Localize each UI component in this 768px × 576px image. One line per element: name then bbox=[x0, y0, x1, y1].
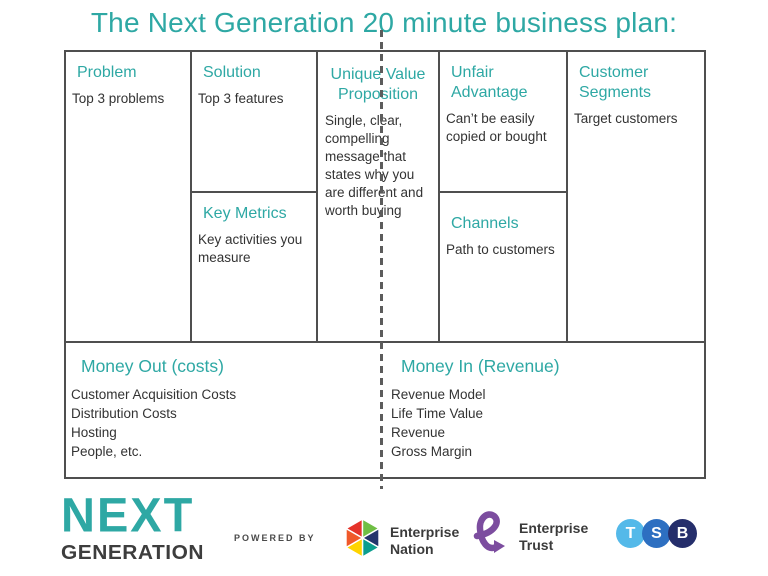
money-out-heading: Money Out (costs) bbox=[81, 356, 224, 376]
enterprise-nation-logo: Enterprise Nation bbox=[344, 518, 459, 563]
column-solution-keymetrics: Solution Top 3 features Key Metrics Key … bbox=[192, 52, 318, 341]
tsb-circle-s: S bbox=[642, 519, 671, 548]
tsb-circle-b: B bbox=[668, 519, 697, 548]
money-out-item: People, etc. bbox=[71, 443, 143, 459]
problem-body: Top 3 problems bbox=[72, 91, 165, 106]
channels-body: Path to customers bbox=[446, 242, 555, 257]
powered-by-label: POWERED BY bbox=[234, 533, 316, 543]
money-in-heading: Money In (Revenue) bbox=[401, 356, 560, 376]
money-in-item: Life Time Value bbox=[391, 405, 484, 421]
cell-problem: Problem Top 3 problems bbox=[66, 52, 192, 341]
cell-money-in: Money In (Revenue) Revenue Model Life Ti… bbox=[383, 343, 704, 479]
money-out-item: Distribution Costs bbox=[71, 405, 177, 421]
column-unfair-channels: Unfair Advantage Can’t be easily copied … bbox=[440, 52, 568, 341]
brand-next-text: NEXT bbox=[61, 487, 195, 542]
page-title: The Next Generation 20 minute business p… bbox=[90, 7, 678, 38]
key-metrics-body: Key activities you measure bbox=[198, 232, 303, 265]
enterprise-trust-logo: Enterprise Trust bbox=[468, 509, 588, 564]
money-in-item: Revenue bbox=[391, 424, 446, 440]
channels-heading: Channels bbox=[451, 215, 519, 232]
next-generation-logo: NEXT GENERATION bbox=[61, 487, 221, 565]
money-in-item: Gross Margin bbox=[391, 443, 473, 459]
customer-segments-body: Target customers bbox=[574, 111, 678, 126]
customer-segments-heading: Customer Segments bbox=[579, 64, 652, 101]
unfair-advantage-body: Can’t be easily copied or bought bbox=[446, 111, 547, 144]
enterprise-nation-line2: Nation bbox=[390, 540, 434, 557]
money-in-item: Revenue Model bbox=[391, 387, 486, 402]
problem-heading: Problem bbox=[77, 64, 137, 81]
tsb-circle-t: T bbox=[616, 519, 645, 548]
brand-generation-text: GENERATION bbox=[61, 541, 204, 565]
pinwheel-hexagon-icon bbox=[344, 518, 381, 563]
cell-key-metrics: Key Metrics Key activities you measure bbox=[192, 193, 316, 341]
center-dashed-divider bbox=[380, 30, 383, 489]
money-out-item: Hosting bbox=[71, 424, 117, 440]
canvas-money-row: Money Out (costs) Customer Acquisition C… bbox=[66, 343, 704, 479]
uvp-body: Single, clear, compelling message that s… bbox=[325, 113, 424, 218]
cell-unique-value-proposition: Unique Value Proposition Single, clear, … bbox=[318, 52, 440, 341]
solution-heading: Solution bbox=[203, 64, 261, 81]
enterprise-nation-text: Enterprise Nation bbox=[390, 524, 459, 556]
cell-solution: Solution Top 3 features bbox=[192, 52, 316, 193]
uvp-heading: Unique Value Proposition bbox=[330, 66, 426, 103]
enterprise-trust-line2: Trust bbox=[519, 536, 554, 553]
enterprise-trust-line1: Enterprise bbox=[519, 520, 589, 537]
key-metrics-heading: Key Metrics bbox=[203, 205, 287, 222]
enterprise-nation-line1: Enterprise bbox=[390, 524, 460, 541]
cell-money-out: Money Out (costs) Customer Acquisition C… bbox=[66, 343, 383, 479]
canvas-top-grid: Problem Top 3 problems Solution Top 3 fe… bbox=[66, 52, 704, 343]
unfair-advantage-heading: Unfair Advantage bbox=[451, 64, 528, 101]
lean-canvas-table: Problem Top 3 problems Solution Top 3 fe… bbox=[64, 50, 706, 479]
cell-unfair-advantage: Unfair Advantage Can’t be easily copied … bbox=[440, 52, 566, 193]
solution-body: Top 3 features bbox=[198, 91, 284, 106]
cell-channels: Channels Path to customers bbox=[440, 193, 566, 341]
enterprise-trust-text: Enterprise Trust bbox=[519, 520, 588, 552]
money-out-item: Customer Acquisition Costs bbox=[71, 387, 237, 402]
cell-customer-segments: Customer Segments Target customers bbox=[568, 52, 704, 341]
swoosh-e-icon bbox=[468, 509, 510, 564]
